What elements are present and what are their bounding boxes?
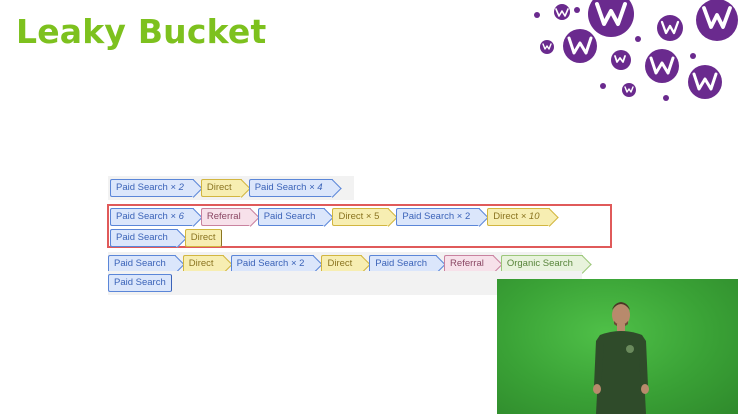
path-step-paid-search: Paid Search bbox=[257, 208, 326, 226]
path-step-direct: Direct bbox=[184, 229, 222, 247]
w-bubble-logo-icon bbox=[534, 0, 738, 101]
path-step-paid-search: Paid Search × 2 bbox=[396, 208, 481, 226]
presenter-video-panel bbox=[497, 279, 738, 414]
path-step-referral: Referral bbox=[200, 208, 251, 226]
presenter-video-icon bbox=[593, 302, 649, 414]
path-step-direct: Direct × 5 bbox=[332, 208, 390, 226]
path-step-paid-search: Paid Search × 6 bbox=[110, 208, 194, 226]
highlighted-path-box bbox=[107, 204, 612, 248]
path-step-paid-search: Paid Search bbox=[108, 274, 172, 292]
path-step-direct: Direct bbox=[200, 179, 242, 197]
slide-title: Leaky Bucket bbox=[16, 12, 267, 51]
conversion-path-row: Paid Search × 6 Referral Paid Search Dir… bbox=[110, 205, 557, 229]
conversion-path-row: Paid Search Direct bbox=[110, 226, 229, 250]
path-step-paid-search: Paid Search × 2 bbox=[110, 179, 194, 197]
conversion-path-row: Paid Search × 2 Direct Paid Search × 4 bbox=[108, 176, 354, 200]
path-step-paid-search: Paid Search × 4 bbox=[248, 179, 333, 197]
path-step-direct: Direct × 10 bbox=[487, 208, 550, 226]
path-step-paid-search: Paid Search bbox=[110, 229, 178, 247]
